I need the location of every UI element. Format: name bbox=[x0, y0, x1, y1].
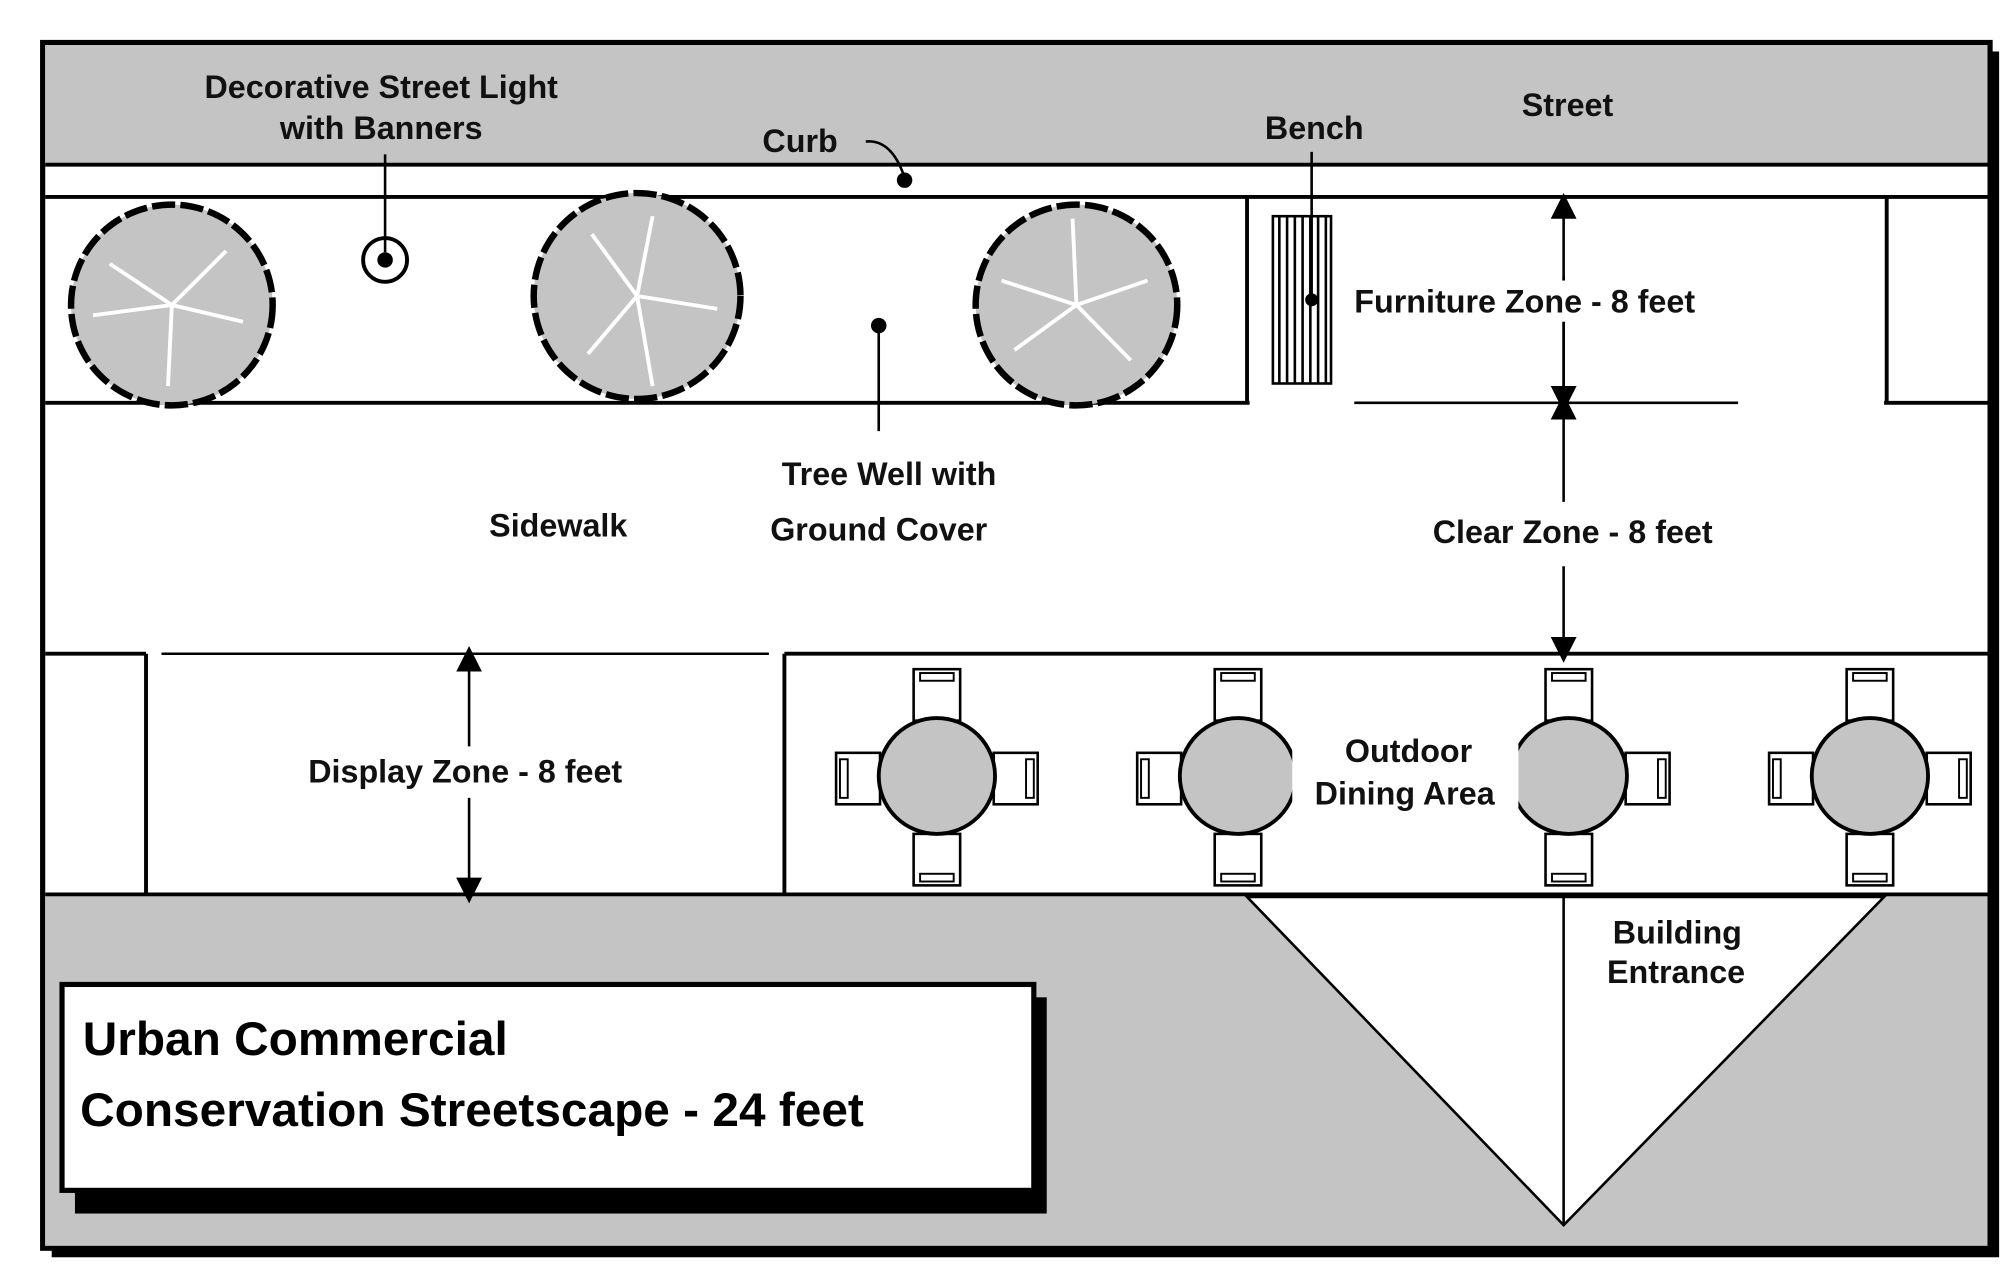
chair-icon bbox=[1925, 751, 1972, 806]
curb-dot bbox=[896, 172, 913, 188]
bench-icon bbox=[1271, 151, 1333, 385]
building-entrance bbox=[1243, 895, 1888, 1227]
title-line-1: Urban Commercial bbox=[83, 1013, 508, 1066]
curb-label: Curb bbox=[762, 123, 837, 159]
street-light-label-1: Decorative Street Light bbox=[204, 69, 558, 105]
curb-pointer bbox=[865, 140, 906, 178]
tree-well-label-2: Ground Cover bbox=[770, 512, 988, 548]
furniture-label-bg bbox=[1350, 280, 1777, 322]
chair-back bbox=[919, 872, 955, 883]
entrance-label-1: Building bbox=[1613, 914, 1742, 950]
chair-icon bbox=[1213, 832, 1263, 887]
table-icon bbox=[1177, 716, 1299, 836]
chair-back bbox=[1958, 758, 1968, 799]
table-set-1 bbox=[834, 667, 1039, 887]
tree-1 bbox=[67, 201, 276, 409]
chair-back bbox=[1772, 758, 1782, 799]
table-icon bbox=[1809, 716, 1930, 836]
furniture-zone-label: Furniture Zone - 8 feet bbox=[1354, 284, 1695, 320]
bench-label: Bench bbox=[1265, 110, 1364, 146]
chair-back bbox=[1656, 758, 1667, 799]
chair-icon bbox=[992, 751, 1039, 806]
chair-back bbox=[919, 672, 955, 682]
chair-icon bbox=[1624, 751, 1671, 806]
table-icon bbox=[876, 716, 997, 836]
table-set-4 bbox=[1767, 667, 1972, 887]
chair-icon bbox=[912, 832, 962, 887]
street-label: Street bbox=[1522, 87, 1614, 123]
dining-label-bg bbox=[1292, 727, 1519, 818]
sidewalk-label: Sidewalk bbox=[489, 508, 627, 544]
entrance-label-2: Entrance bbox=[1607, 954, 1745, 990]
chair-icon bbox=[1544, 667, 1594, 722]
tree-3 bbox=[972, 201, 1181, 409]
clear-zone-label: Clear Zone - 8 feet bbox=[1433, 514, 1713, 550]
chair-back bbox=[1025, 758, 1035, 799]
dining-label-1: Outdoor bbox=[1345, 733, 1473, 769]
chair-icon bbox=[1845, 832, 1895, 887]
chair-back bbox=[1852, 672, 1888, 682]
chair-icon bbox=[1135, 751, 1183, 806]
chair-back bbox=[1140, 758, 1150, 799]
tree-2 bbox=[530, 189, 744, 403]
tree-well-dot bbox=[870, 317, 887, 334]
title-line-2: Conservation Streetscape - 24 feet bbox=[80, 1084, 864, 1137]
dining-label-2: Dining Area bbox=[1315, 775, 1496, 811]
street-area bbox=[45, 45, 1988, 165]
chair-back bbox=[1551, 872, 1587, 883]
chair-icon bbox=[834, 751, 882, 806]
chair-back bbox=[1220, 672, 1256, 682]
chair-back bbox=[838, 758, 849, 799]
chair-back bbox=[1551, 672, 1587, 682]
chair-back bbox=[1220, 872, 1256, 883]
chair-back bbox=[1852, 872, 1888, 883]
title-box bbox=[59, 981, 1037, 1193]
street-light-icon bbox=[361, 154, 409, 284]
chair-icon bbox=[1544, 832, 1594, 887]
display-zone-label: Display Zone - 8 feet bbox=[308, 753, 622, 789]
tree-well-label-1: Tree Well with bbox=[782, 456, 997, 492]
street-light-label-2: with Banners bbox=[279, 110, 483, 146]
table-icon bbox=[1508, 716, 1629, 836]
chair-icon bbox=[1767, 751, 1815, 806]
